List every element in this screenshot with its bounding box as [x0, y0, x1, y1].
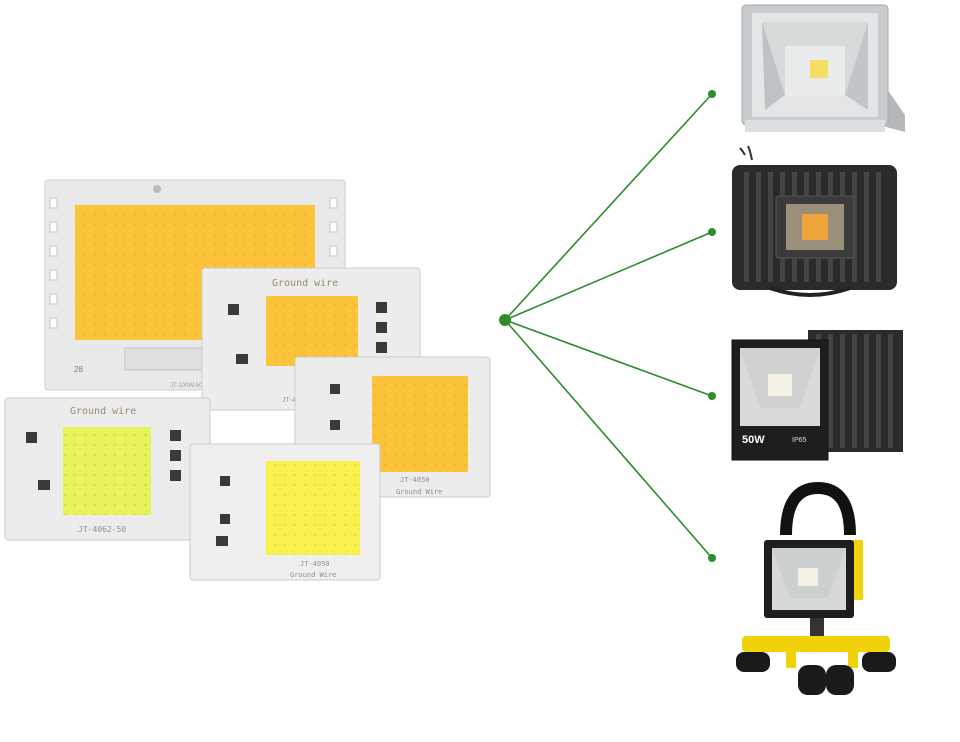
portable-work-light — [736, 481, 896, 695]
connector-line-2 — [504, 231, 713, 321]
warm-led-panel — [266, 296, 358, 366]
module-label: JT-4062-50 — [78, 525, 126, 534]
hub-dot — [499, 314, 511, 326]
cob-module-left: Ground wire JT-4062-50 — [4, 397, 211, 541]
flood-light-silver — [741, 4, 905, 132]
cool-led-panel — [63, 427, 151, 515]
cob-module-front: JT-4050 Ground Wire — [189, 443, 381, 581]
cool-led-panel — [266, 461, 360, 555]
module-label: Ground Wire — [396, 488, 442, 496]
endpoint-dot — [708, 554, 716, 562]
connector-lines — [504, 93, 713, 559]
connector-line-1 — [504, 93, 713, 321]
module-label: Ground Wire — [290, 571, 336, 579]
connector-line-4 — [504, 319, 713, 559]
endpoint-dot — [708, 90, 716, 98]
endpoint-dot — [708, 392, 716, 400]
module-label: JT-4050 — [300, 560, 330, 568]
flood-light-black-cage — [732, 145, 897, 297]
flood-light-50w: 50W IP65 — [731, 330, 903, 461]
module-label: JT-4050 — [400, 476, 430, 484]
module-label: JT-100W-500 — [170, 383, 207, 389]
warm-led-panel — [372, 376, 468, 472]
module-label: Ground wire — [272, 278, 338, 289]
module-label: 28 — [74, 365, 83, 374]
endpoint-dot — [708, 228, 716, 236]
connector-line-3 — [504, 319, 713, 397]
module-label: Ground wire — [70, 406, 136, 417]
wattage-label: 50W — [742, 434, 765, 446]
ip-rating-label: IP65 — [792, 437, 807, 444]
